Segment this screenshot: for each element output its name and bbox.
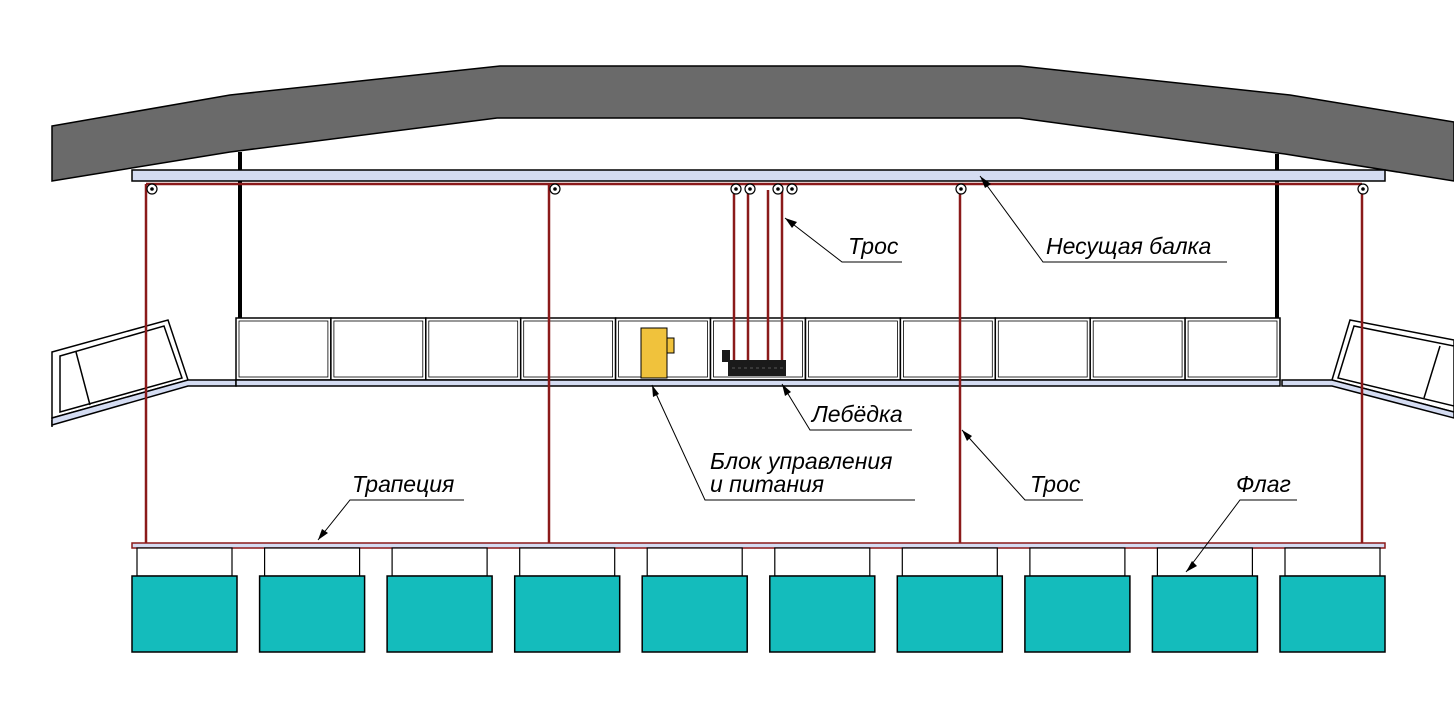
side-structure-left [51, 319, 237, 427]
flag [386, 575, 493, 653]
roof [51, 65, 1454, 182]
gallery-panel [899, 317, 997, 381]
flag-hanger [1284, 547, 1381, 577]
pulley-axle [790, 187, 794, 191]
flag [131, 575, 238, 653]
gallery-panel [425, 317, 522, 381]
flag [896, 575, 1004, 653]
flag-hanger [519, 547, 616, 577]
flag-hanger [1029, 547, 1126, 577]
label-control-unit-line2: и питания [710, 471, 824, 497]
gallery-panel-inner [903, 320, 993, 378]
leader-lines [317, 175, 1297, 573]
flag [641, 575, 748, 653]
pulley-axle [150, 187, 154, 191]
label-cable-top: Трос [848, 233, 899, 259]
winch [722, 350, 786, 376]
control-unit [640, 327, 675, 379]
flag-hanger [391, 547, 488, 577]
support-beam [131, 169, 1386, 182]
gallery-panel [994, 317, 1091, 381]
cables [144, 184, 1364, 545]
flag [513, 575, 621, 653]
gallery-panel-inner [713, 320, 803, 378]
flag [1151, 575, 1259, 653]
pulleys [146, 183, 1369, 195]
gallery-panel-inner [1187, 320, 1278, 378]
label-flag: Флаг [1236, 471, 1291, 497]
pulley-axle [748, 187, 752, 191]
gallery-panel-inner [997, 320, 1088, 378]
flag [1279, 575, 1386, 653]
flag-hanger [901, 547, 998, 577]
gallery-panel-inner [238, 320, 329, 378]
gallery-panel [804, 317, 902, 381]
label-support-beam: Несущая балка [1046, 233, 1211, 259]
flag-hanger [264, 547, 361, 577]
gallery-panel-inner [428, 320, 519, 378]
pulley-axle [553, 187, 557, 191]
flags [131, 547, 1386, 653]
gallery-rail [235, 379, 1281, 387]
flag [769, 575, 876, 653]
trapeze-bar [131, 542, 1386, 549]
pulley-axle [1361, 187, 1365, 191]
pulley-axle [776, 187, 780, 191]
gallery-panel-inner [523, 320, 614, 378]
pulley-axle [959, 187, 963, 191]
label-winch: Лебёдка [810, 401, 903, 427]
label-control-unit-line1: Блок управления [710, 448, 892, 474]
label-trapeze: Трапеция [352, 471, 454, 497]
flag-hanger [646, 547, 743, 577]
flag [1024, 575, 1131, 653]
flag-hanger [774, 547, 871, 577]
pulley-axle [734, 187, 738, 191]
leader-arrowheads [318, 176, 1197, 572]
gallery-panel-inner [1092, 320, 1183, 378]
gallery-panel-inner [808, 320, 898, 378]
gallery-panel [1184, 317, 1281, 381]
gallery-panel [519, 317, 617, 381]
gallery-panel [235, 317, 332, 381]
label-cable-bottom: Трос [1030, 471, 1081, 497]
flag-hanger [1156, 547, 1254, 577]
flag-hanger [136, 547, 233, 577]
gallery-panel-inner [333, 320, 424, 378]
flag [258, 575, 366, 653]
side-structure-right [1281, 319, 1454, 419]
gallery-panel [330, 317, 427, 381]
gallery-panel [1089, 317, 1186, 381]
